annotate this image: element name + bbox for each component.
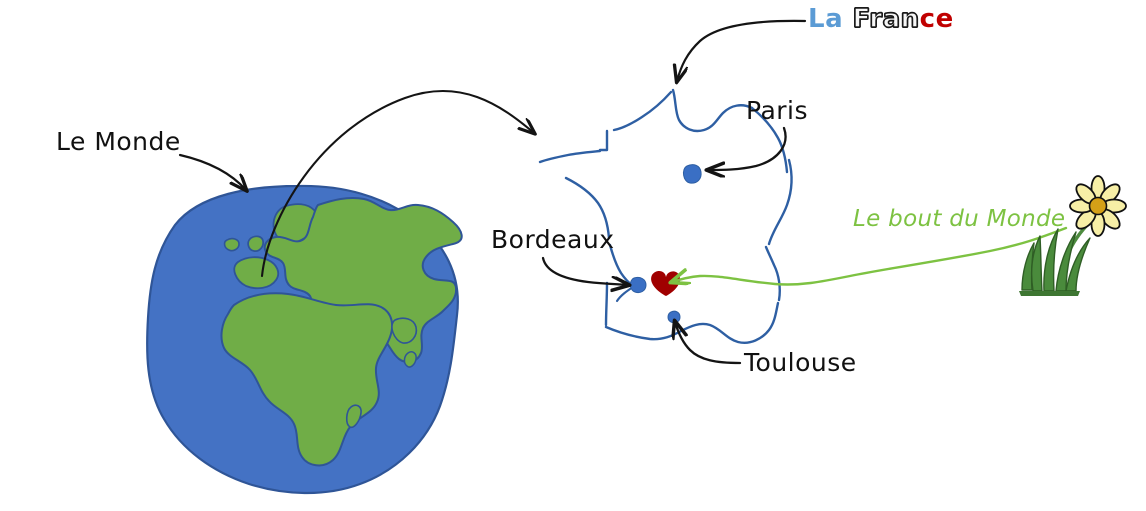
france-border-northeast bbox=[750, 106, 789, 174]
flower-center bbox=[1088, 196, 1108, 216]
city-dot-toulouse bbox=[667, 310, 681, 324]
arrow-la-france-to-map bbox=[677, 19, 807, 81]
label-la-france-part-la: La bbox=[808, 4, 853, 34]
city-dot-paris bbox=[682, 164, 702, 184]
france-border-east bbox=[767, 158, 793, 246]
france-border-brittany-notch bbox=[598, 129, 609, 152]
france-border-west-lower bbox=[604, 281, 609, 327]
globe-land-iberia bbox=[233, 256, 280, 290]
globe-land-british-isles bbox=[247, 235, 264, 252]
label-la-france-part-fran: Fran bbox=[852, 3, 920, 34]
france-border-southeast bbox=[764, 245, 781, 302]
france-border-brittany-top bbox=[612, 90, 673, 132]
label-bordeaux: Bordeaux bbox=[491, 225, 615, 254]
label-la-france-part-ce: ce bbox=[919, 4, 954, 34]
city-dot-bordeaux bbox=[629, 276, 647, 294]
line-le-bout-du-monde bbox=[672, 226, 1068, 286]
arrow-toulouse-to-dot bbox=[675, 322, 742, 365]
arrow-paris-to-dot bbox=[708, 126, 787, 170]
france-border-estuary bbox=[615, 285, 635, 303]
label-le-bout-du-monde: Le bout du Monde bbox=[853, 206, 1066, 232]
arrow-globe-to-france bbox=[260, 89, 534, 278]
globe-land-madagascar bbox=[345, 404, 362, 429]
label-toulouse: Toulouse bbox=[744, 348, 857, 377]
label-le-monde: Le Monde bbox=[56, 127, 181, 156]
arrow-le-monde-to-globe bbox=[178, 153, 246, 190]
france-border-west-upper bbox=[564, 176, 611, 240]
globe-land-ireland bbox=[223, 237, 240, 252]
france-border-south bbox=[604, 301, 780, 344]
globe-land-arabia bbox=[391, 317, 418, 344]
france-city-dots bbox=[629, 164, 702, 324]
globe-land-east-africa-isle bbox=[403, 351, 417, 368]
flower-graphic bbox=[1019, 175, 1127, 296]
grass-icon bbox=[1019, 228, 1091, 296]
france-map-graphic bbox=[538, 88, 793, 344]
heart-icon bbox=[651, 271, 680, 296]
arrow-bordeaux-to-dot bbox=[541, 256, 628, 285]
label-la-france: La France bbox=[808, 3, 954, 34]
globe-graphic bbox=[146, 184, 463, 495]
france-border-north bbox=[671, 88, 754, 133]
label-paris: Paris bbox=[746, 96, 809, 125]
france-border-brittany-west bbox=[538, 149, 602, 164]
